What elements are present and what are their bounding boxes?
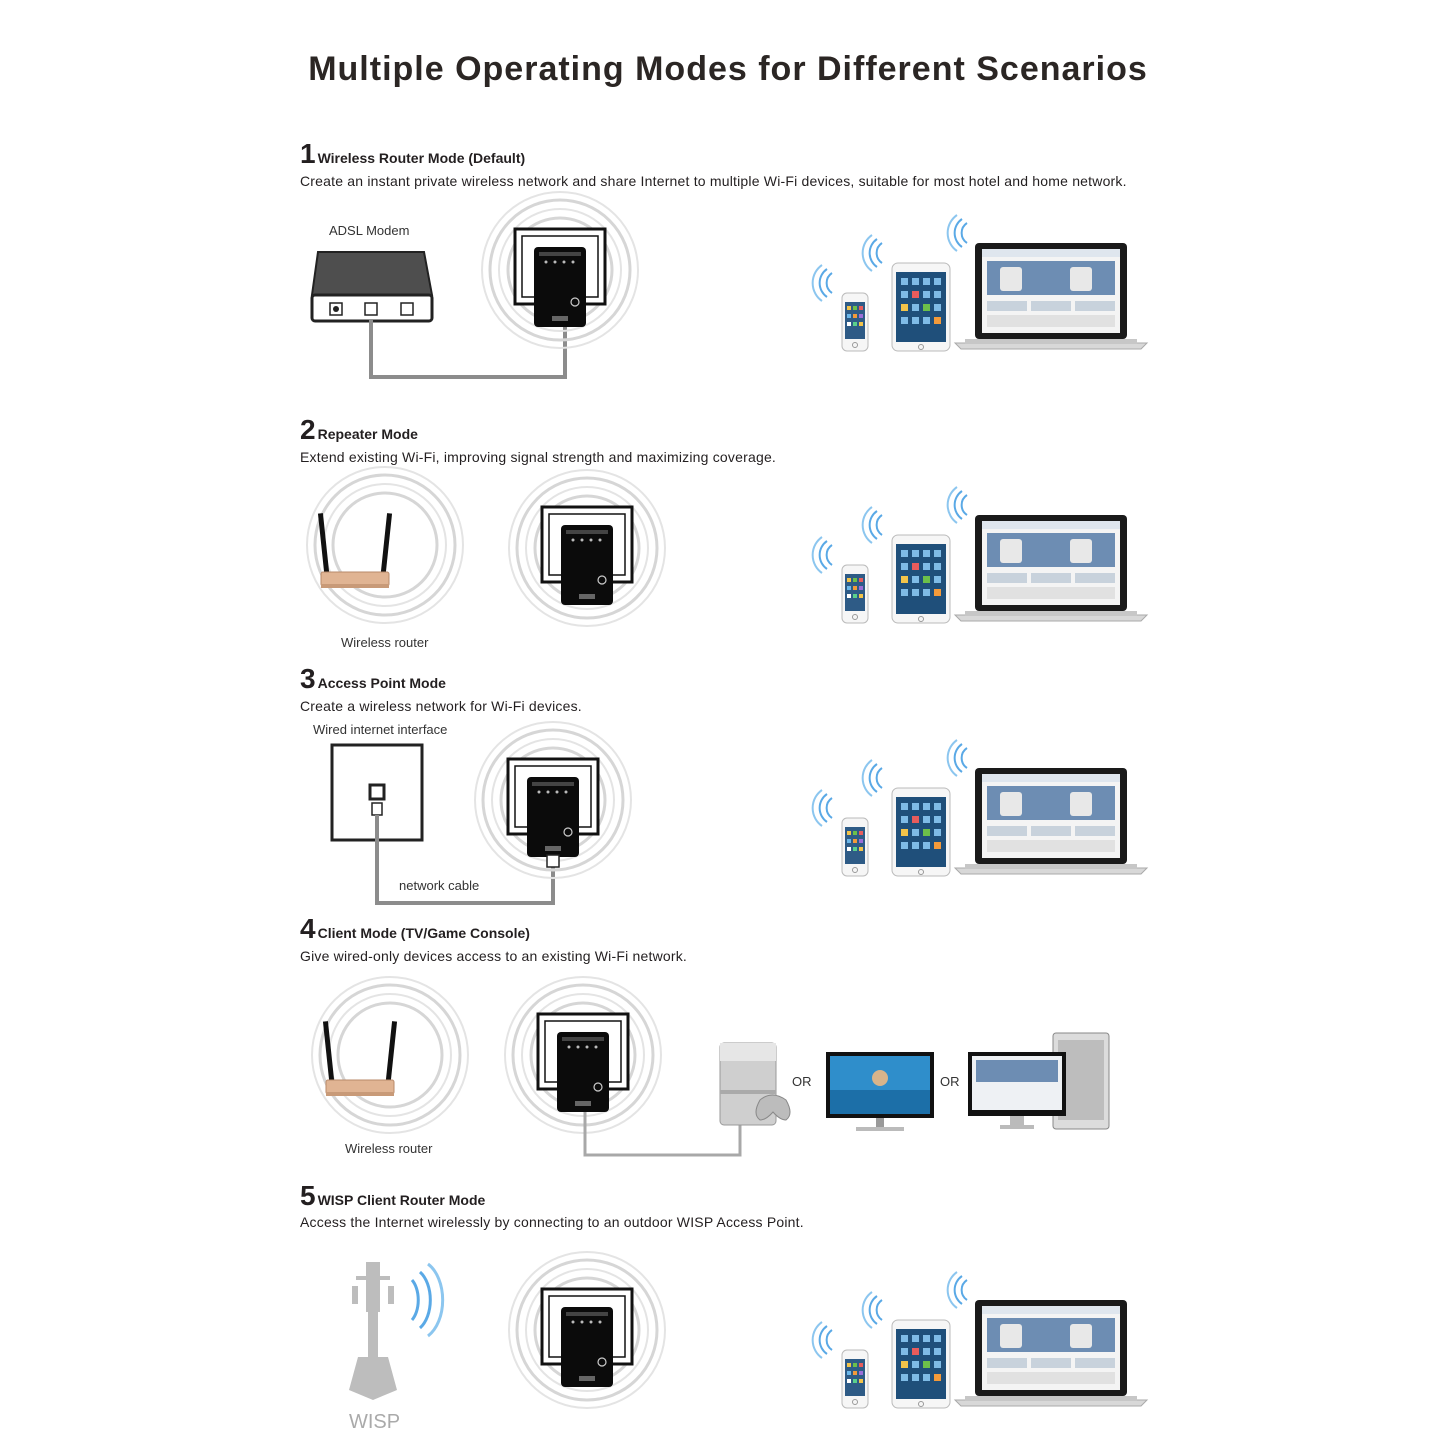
mode-1-heading: 1 Wireless Router Mode (Default)	[300, 140, 525, 168]
diagram-label: OR	[792, 1074, 812, 1089]
wifi-clients-group	[813, 740, 1147, 876]
diagram-label: Wireless router	[345, 1141, 433, 1156]
network-cable	[369, 320, 567, 379]
mode-title: Repeater Mode	[317, 426, 418, 442]
diagram-label: network cable	[399, 878, 479, 893]
mode-number: 4	[300, 913, 316, 944]
mode-description: Create an instant private wireless netwo…	[300, 173, 1127, 189]
extender-icon	[536, 1012, 630, 1114]
network-cable	[375, 815, 555, 905]
wireless-router-icon	[317, 512, 393, 589]
diagram-label: ADSL Modem	[329, 223, 409, 238]
mode-5-heading: 5 WISP Client Router Mode	[300, 1182, 485, 1210]
mode-description: Give wired-only devices access to an exi…	[300, 948, 688, 964]
wall-socket-icon	[330, 743, 424, 842]
page-title: Multiple Operating Modes for Different S…	[308, 50, 1148, 88]
diagram-label: WISP	[349, 1411, 400, 1433]
diagram-label: Wired internet interface	[313, 722, 447, 737]
mode-title: Client Mode (TV/Game Console)	[317, 925, 530, 941]
wifi-clients-group	[813, 1272, 1147, 1408]
diagram-label: Wireless router	[341, 635, 429, 650]
mode-title: Wireless Router Mode (Default)	[317, 150, 526, 166]
mode-title: WISP Client Router Mode	[317, 1192, 486, 1208]
network-cable	[583, 1110, 742, 1157]
diagram-label: OR	[940, 1074, 960, 1089]
extender-icon	[513, 227, 607, 329]
mode-description: Create a wireless network for Wi-Fi devi…	[300, 698, 582, 714]
mode-3-diagram: Wired internet interface network cable	[313, 720, 1147, 905]
signal-rings	[305, 465, 465, 625]
game-console-icon	[719, 1042, 791, 1126]
mode-2-heading: 2 Repeater Mode	[300, 416, 418, 444]
wifi-clients-group	[813, 215, 1147, 351]
mode-description: Access the Internet wirelessly by connec…	[300, 1214, 804, 1230]
wisp-tower-icon	[349, 1262, 445, 1400]
extender-icon	[506, 757, 600, 859]
tv-icon	[826, 1052, 934, 1131]
mode-title: Access Point Mode	[317, 675, 446, 691]
signal-rings	[310, 975, 470, 1135]
desktop-pc-icon	[968, 1032, 1110, 1130]
signal-rings	[480, 190, 640, 350]
mode-4-diagram: Wireless router OR OR	[310, 975, 1110, 1157]
signal-rings	[503, 975, 663, 1135]
mode-1-diagram: ADSL Modem	[310, 190, 1147, 379]
mode-2-diagram: Wireless router	[305, 465, 1147, 650]
signal-rings	[473, 720, 633, 880]
mode-description: Extend existing Wi-Fi, improving signal …	[300, 449, 777, 465]
wifi-clients-group	[813, 487, 1147, 623]
signal-rings	[507, 1250, 667, 1410]
extender-icon	[540, 1287, 634, 1389]
wireless-router-icon	[322, 1020, 398, 1097]
mode-number: 5	[300, 1180, 316, 1211]
mode-3-heading: 3 Access Point Mode	[300, 665, 446, 693]
mode-5-diagram: WISP	[349, 1250, 1147, 1433]
adsl-modem-icon	[310, 251, 434, 323]
mode-number: 2	[300, 414, 316, 445]
mode-number: 3	[300, 663, 316, 694]
signal-rings	[507, 468, 667, 628]
mode-4-heading: 4 Client Mode (TV/Game Console)	[300, 915, 530, 943]
mode-number: 1	[300, 138, 316, 169]
extender-icon	[540, 505, 634, 607]
